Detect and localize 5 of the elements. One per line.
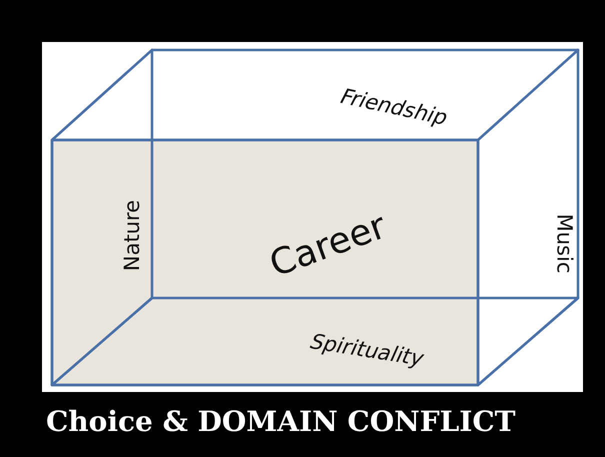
face-label: Nature xyxy=(122,200,144,272)
face-label: Music xyxy=(553,214,574,274)
face-label: Career xyxy=(265,208,391,284)
face-label: Spirituality xyxy=(306,332,428,370)
title: Choice & DOMAIN CONFLICT xyxy=(46,405,516,438)
